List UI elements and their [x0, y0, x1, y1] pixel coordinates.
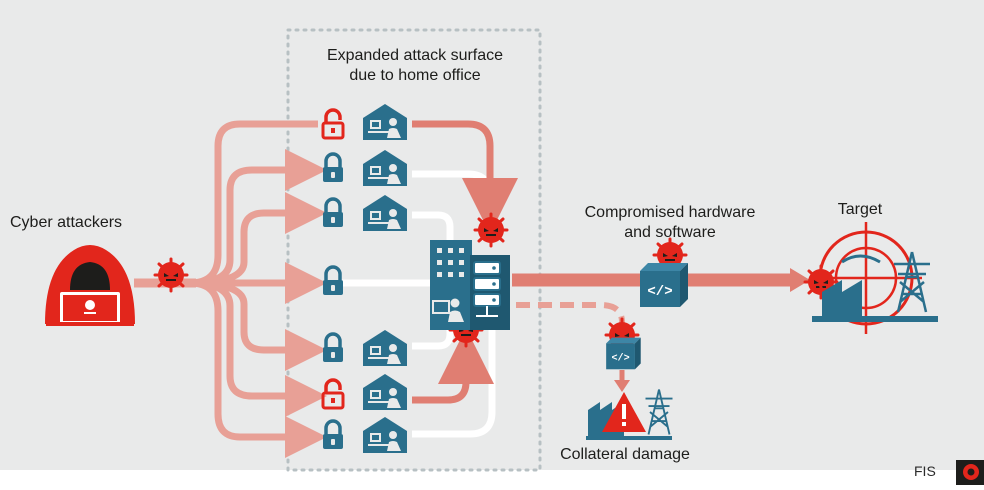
malware-bug-icon: [153, 257, 189, 293]
office-building-icon: [430, 240, 510, 330]
home-office-icon: [362, 373, 408, 411]
home-office-icon: [362, 194, 408, 232]
padlock-icon: [321, 332, 345, 364]
collateral-path: [516, 302, 625, 338]
padlock-icon: [321, 265, 345, 297]
attack-branches: [189, 120, 327, 458]
brand-label: FIS: [914, 463, 936, 479]
warning-icon: [602, 392, 646, 432]
target-label: Target: [837, 201, 883, 218]
home-office-icon: [362, 103, 408, 141]
eye-logo-icon: [956, 460, 984, 485]
home-office-icon: [362, 416, 408, 454]
attack-surface-boundary: [286, 28, 542, 472]
padlock-icon: [321, 152, 345, 184]
open-padlock-icon: [321, 108, 345, 140]
hooded-attacker-icon: [45, 245, 135, 326]
cyber-attackers-label: Cyber attackers: [10, 214, 123, 231]
code-box-icon: [606, 337, 641, 370]
home-office-icon: [362, 149, 408, 187]
power-pylon-icon: [644, 388, 674, 436]
padlock-icon: [321, 197, 345, 229]
office-worker-icon: [432, 298, 464, 322]
server-icon: [473, 261, 501, 317]
home-office-icon: [362, 329, 408, 367]
open-padlock-icon: [321, 378, 345, 410]
padlock-icon: [321, 419, 345, 451]
attack-surface-label: Expanded attack surface due to home offi…: [326, 47, 504, 84]
main-attack-arrowhead: [790, 268, 810, 292]
compromised-paths: [412, 120, 518, 404]
collateral-damage-label: Collateral damage: [560, 446, 690, 463]
code-box-icon: [640, 263, 688, 307]
malware-bug-icon: [473, 212, 509, 248]
factory-icon: [812, 254, 938, 322]
compromised-hw-sw-label: Compromised hardware and software: [584, 204, 756, 241]
